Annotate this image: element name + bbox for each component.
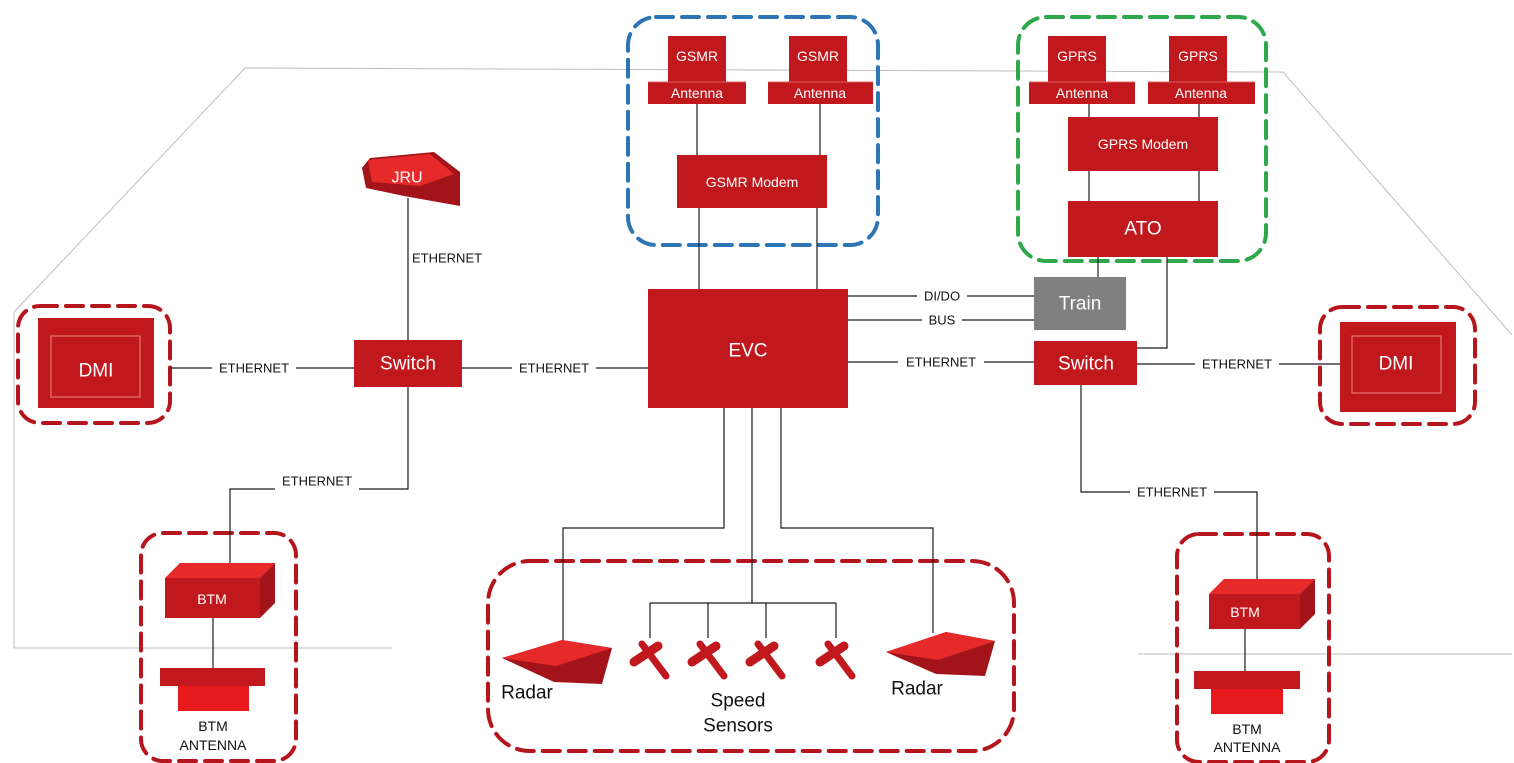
edge-label-switch-dmi-right: ETHERNET (1202, 357, 1272, 372)
edge-label-dmi-switch-left: ETHERNET (219, 361, 289, 376)
gprs-antenna-2: GPRS Antenna (1148, 36, 1255, 104)
btm-right-label: BTM (1230, 604, 1260, 620)
gprs-antenna-2-top-label: GPRS (1178, 48, 1218, 64)
train-label: Train (1059, 294, 1102, 315)
gsmr-group-box (626, 15, 880, 247)
edge-label-switch-btm-left: ETHERNET (282, 474, 352, 489)
gsmr-antenna-1: GSMR Antenna (648, 36, 746, 104)
dmi-left-group-box (16, 304, 172, 425)
jru-label: JRU (391, 170, 422, 187)
gsmr-antenna-2-top-label: GSMR (797, 48, 839, 64)
gprs-modem-label: GPRS Modem (1098, 136, 1188, 152)
btm-left: BTM (165, 563, 275, 618)
speed-sensor-2 (687, 640, 728, 680)
ato-label: ATO (1124, 219, 1161, 240)
sensors-group-box (486, 559, 1016, 753)
gprs-modem: GPRS Modem (1068, 117, 1218, 171)
edge-label-switch-btm-right: ETHERNET (1137, 485, 1207, 500)
btm-left-antenna (160, 668, 265, 711)
edge-label-switch-evc: ETHERNET (519, 361, 589, 376)
btm-right: BTM (1209, 579, 1315, 629)
gprs-antenna-2-bottom-label: Antenna (1175, 85, 1227, 101)
gsmr-modem-label: GSMR Modem (706, 174, 799, 190)
btm-right-antenna-label-1: BTM (1232, 721, 1262, 737)
edge-label-bus: BUS (929, 313, 956, 328)
edge-label-dido: DI/DO (924, 289, 960, 304)
gsmr-antenna-1-top-label: GSMR (676, 48, 718, 64)
switch-right-label: Switch (1058, 354, 1114, 375)
speed-sensors-label-2: Sensors (703, 716, 773, 737)
jru-unit: JRU (362, 152, 460, 206)
gprs-antenna-1-bottom-label: Antenna (1056, 85, 1108, 101)
btm-left-antenna-label-2: ANTENNA (180, 737, 248, 753)
radar-right (886, 632, 995, 676)
evc-label: EVC (728, 341, 767, 362)
train-block: Train (1034, 277, 1126, 330)
vehicle-outline (13, 67, 1513, 655)
btm-right-antenna-label-2: ANTENNA (1214, 739, 1282, 755)
gsmr-antenna-2-bottom-label: Antenna (794, 85, 846, 101)
group-boxes (16, 15, 1477, 763)
edge-labels: ETHERNET ETHERNET ETHERNET ETHERNET DI/D… (212, 250, 1279, 500)
dmi-right: DMI (1340, 322, 1456, 412)
gprs-antenna-1-top-label: GPRS (1057, 48, 1097, 64)
ato-unit: ATO (1068, 201, 1218, 257)
edge-label-evc-switch-right: ETHERNET (906, 355, 976, 370)
btm-right-group-box (1175, 532, 1331, 763)
speed-sensor-4 (815, 640, 856, 680)
btm-left-label: BTM (197, 591, 227, 607)
switch-right: Switch (1034, 341, 1137, 385)
radar-right-label: Radar (891, 679, 943, 700)
speed-sensor-3 (745, 640, 786, 680)
dmi-right-group-box (1318, 305, 1477, 426)
gsmr-modem: GSMR Modem (677, 155, 827, 208)
evc-unit: EVC (648, 289, 848, 408)
speed-sensors-label-1: Speed (711, 691, 766, 712)
gprs-group-box (1016, 15, 1268, 263)
gsmr-antenna-2: GSMR Antenna (768, 36, 873, 104)
switch-left-label: Switch (380, 354, 436, 375)
switch-left: Switch (354, 340, 462, 387)
btm-right-antenna (1194, 671, 1300, 714)
gsmr-antenna-1-bottom-label: Antenna (671, 85, 723, 101)
edge-label-jru-switch: ETHERNET (412, 251, 482, 266)
dmi-left: DMI (38, 318, 154, 408)
dmi-right-label: DMI (1379, 354, 1414, 375)
dmi-left-label: DMI (79, 361, 114, 382)
btm-left-antenna-label-1: BTM (198, 718, 228, 734)
gprs-antenna-1: GPRS Antenna (1029, 36, 1135, 104)
radar-left-label: Radar (501, 683, 553, 704)
btm-left-group-box (139, 531, 298, 763)
radar-left (502, 640, 612, 684)
speed-sensor-1 (629, 640, 670, 680)
